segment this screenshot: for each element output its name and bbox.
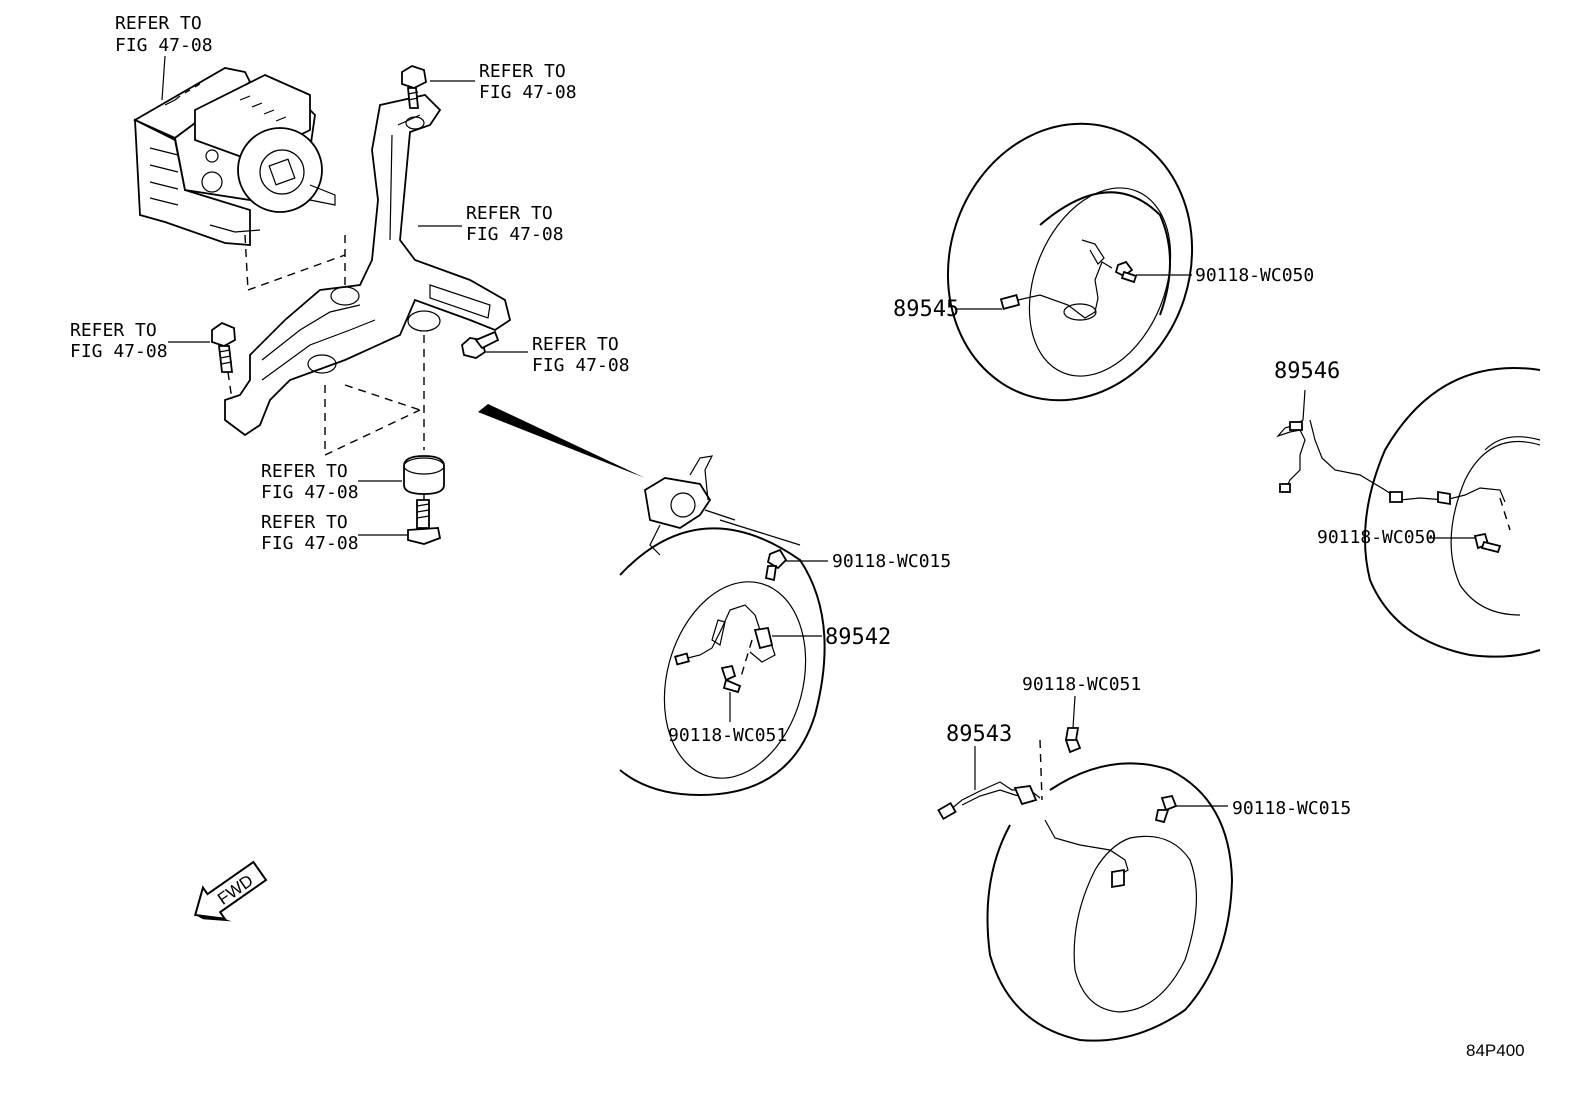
part-90118-wc050-b: 90118-WC050 — [1317, 527, 1436, 548]
refer-bolt-right-line1: REFER TO — [532, 334, 619, 355]
abs-actuator[interactable] — [133, 67, 336, 246]
bolt-90118-wc051-b[interactable] — [1064, 727, 1082, 754]
refer-bracket-line1: REFER TO — [466, 203, 553, 224]
bolt-90118-wc050-b[interactable] — [1473, 532, 1502, 554]
part-89543: 89543 — [946, 722, 1012, 747]
stud-bolt[interactable] — [407, 499, 442, 545]
bolt-90118-wc015-b[interactable] — [1154, 794, 1178, 824]
part-89545: 89545 — [893, 297, 959, 322]
refer-bracket-line2: FIG 47-08 — [466, 224, 564, 245]
refer-bolt-right-line2: FIG 47-08 — [532, 355, 630, 376]
abs-bracket[interactable] — [224, 94, 512, 437]
bolt-top[interactable] — [401, 65, 427, 109]
sensor-89546[interactable] — [1276, 389, 1511, 531]
refer-stud-line1: REFER TO — [261, 512, 348, 533]
sensor-89545[interactable] — [999, 239, 1113, 321]
wheel-rear-right — [1364, 366, 1541, 658]
bolt-right[interactable] — [461, 330, 500, 359]
refer-cushion-line2: FIG 47-08 — [261, 482, 359, 503]
sensor-89542[interactable] — [674, 604, 776, 681]
fwd-arrow-icon: FWD — [193, 860, 268, 922]
refer-bolt-left-line2: FIG 47-08 — [70, 341, 168, 362]
part-90118-wc051-b: 90118-WC051 — [1022, 674, 1141, 695]
part-90118-wc050-a: 90118-WC050 — [1195, 265, 1314, 286]
refer-bolt-top-line1: REFER TO — [479, 61, 566, 82]
part-90118-wc015-a: 90118-WC015 — [832, 551, 951, 572]
bolt-90118-wc051-a[interactable] — [720, 664, 742, 694]
refer-abs-line2: FIG 47-08 — [115, 35, 213, 56]
bolt-90118-wc015-a[interactable] — [764, 548, 788, 582]
part-90118-wc051-a: 90118-WC051 — [668, 725, 787, 746]
cushion[interactable] — [403, 455, 445, 495]
refer-stud-line2: FIG 47-08 — [261, 533, 359, 554]
sensor-89543[interactable] — [937, 739, 1129, 889]
view-pointer — [478, 404, 645, 478]
part-89546: 89546 — [1274, 359, 1340, 384]
bolt-left[interactable] — [211, 321, 236, 373]
bolt-90118-wc050-a[interactable] — [1114, 260, 1138, 284]
refer-abs-line1: REFER TO — [115, 13, 202, 34]
wheel-front-right — [946, 122, 1194, 402]
part-90118-wc015-b: 90118-WC015 — [1232, 798, 1351, 819]
wheel-front-left — [619, 455, 826, 797]
refer-bolt-top-line2: FIG 47-08 — [479, 82, 577, 103]
refer-cushion-line1: REFER TO — [261, 461, 348, 482]
refer-bolt-left-line1: REFER TO — [70, 320, 157, 341]
wheel-rear-left — [986, 762, 1234, 1042]
figure-code: 84P400 — [1466, 1041, 1525, 1060]
part-89542: 89542 — [825, 625, 891, 650]
